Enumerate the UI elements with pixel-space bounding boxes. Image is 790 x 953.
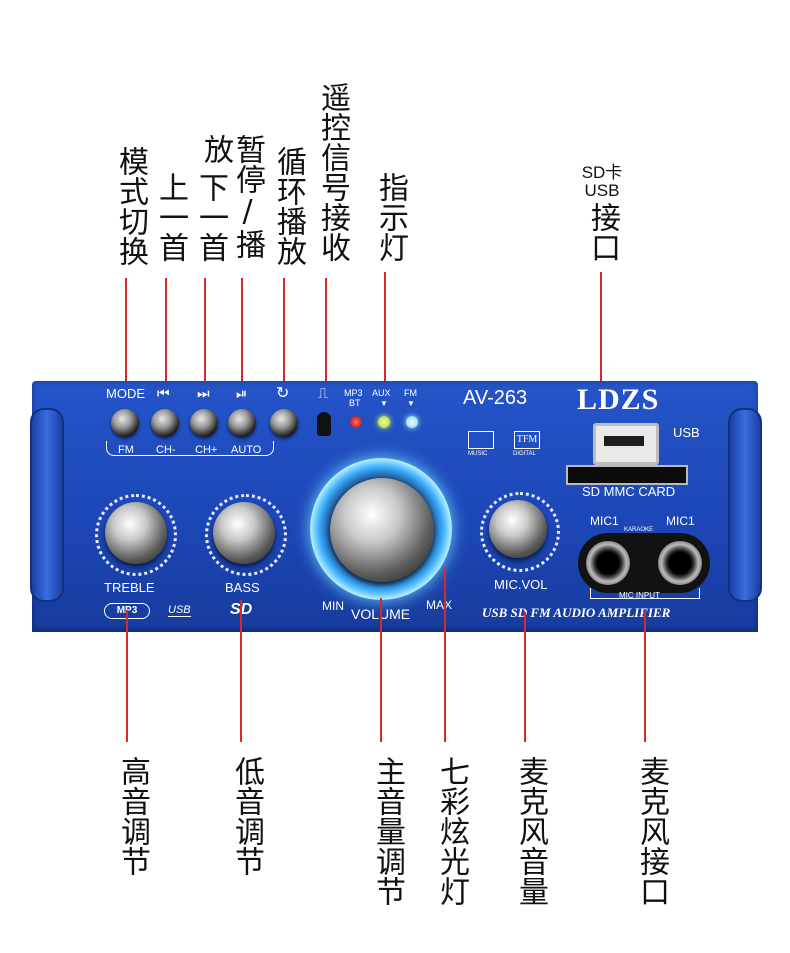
volume-knob[interactable] bbox=[330, 478, 434, 582]
pointer-line-indicator bbox=[384, 272, 386, 382]
pointer-line-next bbox=[204, 278, 206, 393]
label-remote-receiver: 遥控信号接收 bbox=[315, 82, 350, 262]
led-mp3-bt bbox=[350, 416, 362, 428]
mic1-right-text: MIC1 bbox=[666, 514, 695, 528]
led-fm-arrow: ▼ bbox=[407, 399, 415, 408]
mic1-jack-left[interactable] bbox=[586, 541, 630, 585]
led-fm bbox=[406, 416, 418, 428]
pointer-line-bass bbox=[240, 600, 242, 742]
mic-input-bracket bbox=[590, 588, 700, 599]
label-sd-usb-line3: 接口 bbox=[586, 202, 619, 262]
mic-volume-text: MIC.VOL bbox=[494, 577, 548, 592]
ir-receiver-icon: ⎍ bbox=[318, 385, 328, 401]
play-pause-icon: ⏯ bbox=[236, 385, 248, 401]
fm-badge: TFM bbox=[514, 431, 540, 449]
pointer-line-remote bbox=[325, 278, 327, 390]
pointer-line-treble bbox=[126, 610, 128, 742]
next-button[interactable] bbox=[190, 409, 218, 437]
led-mp3-label: MP3 bbox=[344, 388, 363, 398]
mode-text: MODE bbox=[106, 386, 145, 401]
karaoke-text: KARAOKE bbox=[624, 527, 654, 533]
ch-minus-legend: CH- bbox=[156, 444, 176, 456]
label-pause-play: 暂停/播放 bbox=[198, 134, 265, 259]
tagline-text: USB SD FM AUDIO AMPLIFIER bbox=[482, 605, 671, 620]
usb-port[interactable] bbox=[593, 423, 659, 465]
bass-text: BASS bbox=[225, 580, 260, 595]
model-number: AV-263 bbox=[463, 387, 528, 409]
mic-input-text: MIC INPUT bbox=[619, 591, 660, 600]
sd-card-text: SD MMC CARD bbox=[582, 484, 676, 499]
prev-icon: ⏮ bbox=[157, 385, 170, 401]
play-pause-button[interactable] bbox=[228, 409, 256, 437]
next-icon: ⏭ bbox=[197, 385, 210, 401]
volume-min-text: MIN bbox=[322, 599, 344, 613]
led-aux-label: AUX bbox=[372, 388, 391, 398]
led-aux-arrow: ▼ bbox=[380, 399, 388, 408]
mic-volume-scale bbox=[480, 492, 560, 572]
label-mic-input: 麦克风接口 bbox=[634, 756, 669, 906]
led-aux bbox=[378, 416, 390, 428]
bass-scale bbox=[205, 494, 287, 576]
pointer-line-mic-input bbox=[644, 612, 646, 742]
label-sd-usb-line2: USB bbox=[584, 181, 620, 200]
label-led-light: 七彩炫光灯 bbox=[434, 756, 469, 906]
music-text: MUSIC bbox=[468, 451, 488, 457]
label-loop: 循环播放 bbox=[271, 146, 306, 266]
label-prev-track: 上一首 bbox=[153, 172, 188, 262]
brand-logo: LDZS bbox=[577, 383, 660, 416]
loop-button[interactable] bbox=[270, 409, 298, 437]
mic-volume-knob[interactable] bbox=[489, 500, 547, 558]
mode-button[interactable] bbox=[111, 409, 139, 437]
prev-button[interactable] bbox=[151, 409, 179, 437]
mic1-left-text: MIC1 bbox=[590, 514, 619, 528]
pointer-line-sd-usb bbox=[600, 272, 602, 384]
bass-knob[interactable] bbox=[213, 502, 275, 564]
label-bass: 低音调节 bbox=[229, 756, 264, 876]
ch-plus-legend: CH+ bbox=[195, 444, 218, 456]
label-indicator: 指示灯 bbox=[373, 172, 408, 262]
volume-max-text: MAX bbox=[426, 598, 453, 612]
pointer-line-mic-volume bbox=[524, 612, 526, 742]
mp3-play-badge bbox=[468, 431, 494, 449]
label-mode-switch: 模式切换 bbox=[113, 146, 148, 266]
treble-scale bbox=[95, 494, 177, 576]
pointer-line-mode bbox=[125, 278, 127, 408]
label-treble: 高音调节 bbox=[115, 756, 150, 876]
pointer-line-play bbox=[241, 278, 243, 393]
label-mic-volume: 麦克风音量 bbox=[513, 756, 548, 906]
mic1-jack-right[interactable] bbox=[658, 541, 702, 585]
led-fm-label: FM bbox=[404, 388, 417, 398]
right-handle bbox=[728, 408, 762, 602]
led-bt-label: BT bbox=[349, 398, 361, 408]
fm-legend: FM bbox=[118, 444, 134, 456]
digital-text: DIGITAL bbox=[513, 451, 536, 457]
label-sd-usb: SD卡 USB 接口 bbox=[570, 163, 634, 263]
label-next-track: 下一首 bbox=[193, 172, 228, 262]
pointer-line-prev bbox=[165, 278, 167, 393]
usb-logo: USB bbox=[168, 604, 191, 617]
auto-legend: AUTO bbox=[231, 444, 262, 456]
pointer-line-led-light bbox=[444, 568, 446, 742]
label-volume: 主音量调节 bbox=[370, 756, 405, 906]
treble-text: TREBLE bbox=[104, 580, 155, 595]
ir-receiver-window bbox=[317, 412, 331, 436]
left-handle bbox=[30, 408, 64, 602]
loop-icon: ↻ bbox=[276, 385, 290, 402]
pointer-line-loop bbox=[283, 278, 285, 393]
treble-knob[interactable] bbox=[105, 502, 167, 564]
pointer-line-volume bbox=[380, 598, 382, 742]
button-legend-bracket bbox=[106, 441, 274, 456]
usb-text: USB bbox=[673, 425, 700, 440]
sd-card-slot[interactable] bbox=[566, 465, 688, 485]
label-sd-usb-line1: SD卡 bbox=[581, 163, 623, 182]
